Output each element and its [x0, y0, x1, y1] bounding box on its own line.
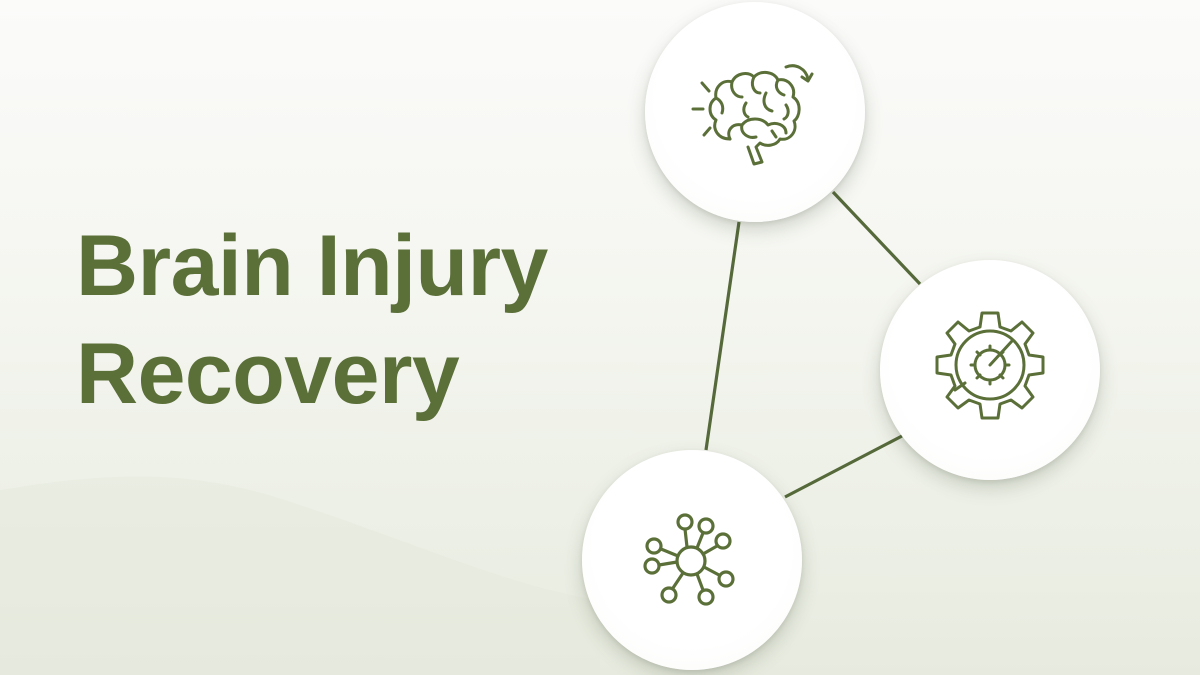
page-title: Brain Injury Recovery [76, 212, 548, 428]
connector-gear-network [784, 434, 903, 499]
connector-brain-gear [831, 190, 922, 286]
title-line-1: Brain Injury [76, 218, 548, 314]
title-line-2: Recovery [76, 326, 460, 422]
gear-node [880, 260, 1100, 480]
gear-gauge-icon [935, 311, 1045, 420]
connector-brain-network [704, 221, 741, 451]
brain-icon [691, 64, 814, 166]
brain-node [645, 2, 865, 222]
network-hub-icon [643, 513, 735, 606]
network-node [582, 450, 802, 670]
